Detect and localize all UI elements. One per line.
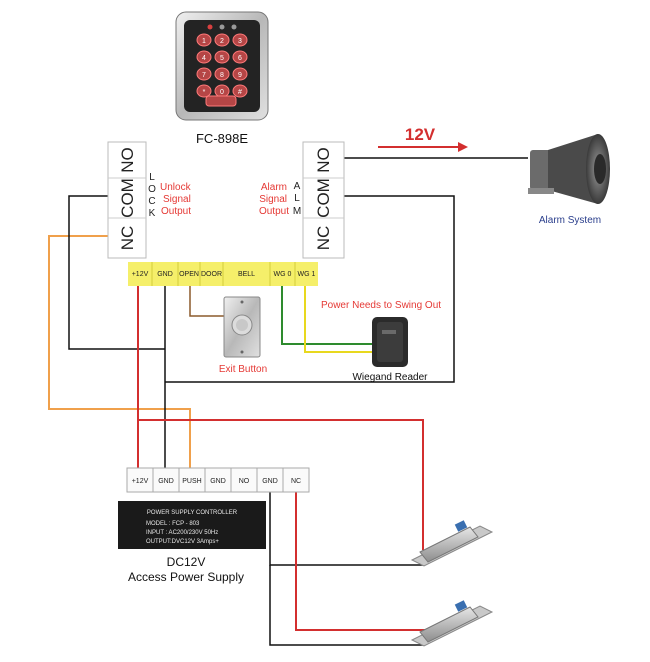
keypad-key-label: 0 [220, 89, 224, 96]
lock-letter-c: C [148, 196, 155, 207]
controller-terminal-label: WG 1 [298, 271, 316, 278]
keypad-key [214, 50, 230, 64]
alarm-terminal-no: NO [314, 147, 333, 173]
keypad-key [232, 50, 248, 64]
keypad-key [232, 84, 248, 98]
alm-letter-a: A [294, 181, 301, 192]
exit-button-label: Exit Button [219, 364, 267, 375]
controller-terminal-label: WG 0 [274, 271, 292, 278]
unlock-terminal-com: COM [118, 178, 137, 218]
unlock-relay-block: NO COM NC L O C K Unlock Signal Output [107, 141, 192, 259]
keypad-key [214, 33, 230, 47]
status-led [231, 24, 237, 30]
psu-terminal-label: GND [210, 478, 226, 485]
psu-nameplate: POWER SUPPLY CONTROLLER MODEL : FCP - 80… [118, 501, 266, 549]
controller-terminal-label: DOOR [201, 271, 222, 278]
keypad-key-label: # [238, 89, 242, 96]
alarm-caption-line1: Alarm [261, 182, 287, 193]
alarm-caption-line3: Output [259, 206, 289, 217]
keypad-key-label: 6 [238, 55, 242, 62]
swing-out-note: Power Needs to Swing Out [321, 300, 441, 311]
alarm-system-label: Alarm System [539, 215, 601, 226]
controller-terminal-label: OPEN [179, 271, 199, 278]
psu-terminal-label: +12V [132, 478, 149, 485]
keypad-key [196, 67, 212, 81]
wires [48, 157, 528, 646]
psu-terminal-label: GND [262, 478, 278, 485]
unlock-caption-line2: Signal [163, 194, 191, 205]
keypad-key-label: 7 [202, 72, 206, 79]
status-led [207, 24, 213, 30]
psu-terminal-cell [282, 467, 310, 493]
unlock-caption-line3: Output [161, 206, 191, 217]
keypad-key-label: 1 [202, 38, 206, 45]
controller-terminal-label: GND [157, 271, 173, 278]
keypad-key-label: 3 [238, 38, 242, 45]
psu-terminal-cell [256, 467, 284, 493]
keypad-device: 1 2 3 4 5 6 7 8 9 * 0 # [175, 11, 269, 121]
psu-terminal-label: GND [158, 478, 174, 485]
keypad-key-label: 9 [238, 72, 242, 79]
psu-caption-line2: Access Power Supply [128, 570, 244, 584]
keypad-key [232, 67, 248, 81]
wiegand-reader-image [372, 317, 408, 367]
psu-plate-model: MODEL : FCP - 803 [146, 521, 200, 527]
keypad-key [196, 50, 212, 64]
psu-terminal-label: NC [291, 478, 301, 485]
psu-terminal-label: PUSH [182, 478, 201, 485]
keypad-bell-key [205, 95, 237, 107]
device-model-label: FC-898E [196, 131, 248, 146]
psu-plate-title: POWER SUPPLY CONTROLLER [147, 510, 238, 516]
controller-terminal-label: BELL [238, 271, 255, 278]
psu-plate-output: OUTPUT:DVC12V 3Amps+ [146, 539, 219, 545]
wiegand-reader-label: Wiegand Reader [352, 372, 428, 383]
lock-letter-l: L [149, 172, 155, 183]
psu-terminal-strip: +12V GND PUSH GND NO GND NC [126, 467, 310, 493]
status-led [219, 24, 225, 30]
alm-letter-m: M [293, 206, 301, 217]
keypad-key-label: * [203, 89, 206, 96]
psu-terminal-cell [152, 467, 180, 493]
psu-terminal-cell [178, 467, 206, 493]
exit-button-image [223, 296, 261, 358]
alarm-caption-line2: Signal [259, 194, 287, 205]
keypad-key [196, 33, 212, 47]
psu-terminal-label: NO [239, 478, 250, 485]
controller-terminal-label: +12V [132, 271, 149, 278]
alarm-terminal-com: COM [314, 178, 333, 218]
unlock-terminal-no: NO [118, 147, 137, 173]
keypad-key-label: 4 [202, 55, 206, 62]
unlock-caption-line1: Unlock [160, 182, 192, 193]
electric-bolt-lock-1 [410, 520, 494, 567]
keypad-key-label: 5 [220, 55, 224, 62]
alarm-relay-block: NO COM NC A L M Alarm Signal Output [259, 141, 345, 259]
alarm-voltage-label: 12V [405, 125, 436, 144]
psu-plate-input: INPUT : AC200/230V 50Hz [146, 530, 218, 536]
keypad-key-label: 2 [220, 38, 224, 45]
lock-letter-k: K [149, 208, 156, 219]
alarm-siren-image [528, 134, 610, 204]
electric-bolt-lock-2 [410, 600, 494, 647]
keypad-key [214, 67, 230, 81]
alm-letter-l: L [294, 193, 300, 204]
alarm-terminal-nc: NC [314, 226, 333, 251]
lock-letter-o: O [148, 184, 156, 195]
keypad-key [196, 84, 212, 98]
unlock-terminal-nc: NC [118, 226, 137, 251]
voltage-arrow [378, 142, 468, 152]
psu-caption-line1: DC12V [167, 555, 206, 569]
keypad-key-label: 8 [220, 72, 224, 79]
keypad-key [232, 33, 248, 47]
